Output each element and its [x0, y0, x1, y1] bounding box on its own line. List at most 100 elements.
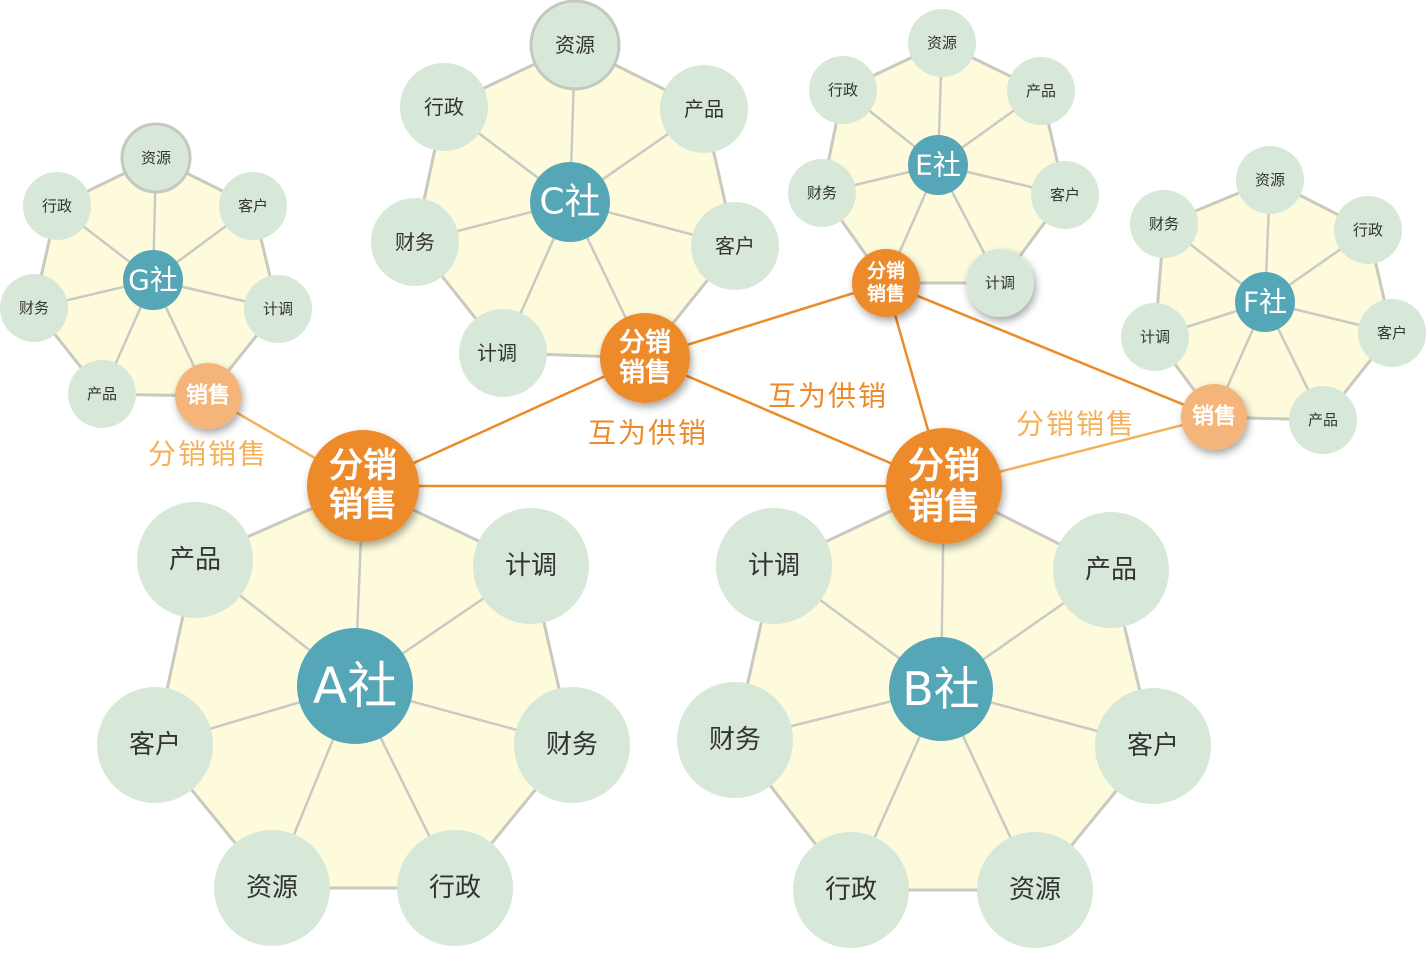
node-c-resource[interactable]: 资源 — [529, 0, 621, 91]
node-label: 计调 — [1140, 328, 1170, 346]
node-c-planning[interactable]: 计调 — [459, 309, 547, 397]
cluster-e: 产品 客户 计调 财务 行政 资源 E社 分销 销售 — [788, 9, 1099, 317]
node-label: 计调 — [985, 274, 1015, 292]
node-label: 财务 — [709, 725, 761, 755]
node-label: 资源 — [927, 34, 957, 52]
node-label: 资源 — [1009, 875, 1061, 905]
center-label: F社 — [1243, 286, 1287, 319]
sales-node-a[interactable]: 分销 销售 — [307, 430, 419, 542]
sales-node-f[interactable]: 销售 — [1181, 384, 1247, 450]
node-e-product[interactable]: 产品 — [1007, 57, 1075, 125]
sales-label-line1: 分销 — [619, 328, 671, 358]
node-c-customer[interactable]: 客户 — [691, 202, 779, 290]
center-label: G社 — [128, 264, 178, 297]
center-g[interactable]: G社 — [123, 250, 183, 310]
link-e-f — [885, 281, 1215, 419]
cluster-b: 产品 客户 资源 行政 财务 计调 B社 分销 销售 — [677, 428, 1211, 948]
node-f-product[interactable]: 产品 — [1289, 386, 1357, 454]
node-f-finance[interactable]: 财务 — [1130, 190, 1198, 258]
node-label: 计调 — [263, 300, 293, 318]
node-label: 财务 — [19, 299, 49, 317]
node-label: 行政 — [1353, 221, 1383, 239]
center-b[interactable]: B社 — [889, 637, 993, 741]
node-g-product[interactable]: 产品 — [68, 360, 136, 428]
node-a-planning[interactable]: 计调 — [473, 508, 589, 624]
node-f-resource[interactable]: 资源 — [1236, 146, 1304, 214]
sales-node-c[interactable]: 分销 销售 — [600, 313, 690, 403]
sales-label-line1: 分销 — [867, 259, 905, 282]
center-label: B社 — [902, 662, 980, 716]
node-label: 产品 — [1085, 555, 1137, 585]
center-label: C社 — [539, 182, 600, 223]
cluster-c: 产品 客户 计调 财务 行政 资源 C社 分销 销售 — [371, 0, 779, 403]
node-e-resource[interactable]: 资源 — [908, 9, 976, 77]
node-label: 客户 — [715, 234, 755, 258]
node-g-planning[interactable]: 计调 — [244, 275, 312, 343]
sales-label-line2: 销售 — [329, 485, 397, 525]
sales-node-e[interactable]: 分销 销售 — [852, 249, 920, 317]
node-b-finance[interactable]: 财务 — [677, 682, 793, 798]
center-label: E社 — [915, 149, 961, 182]
node-label: 客户 — [129, 730, 181, 760]
center-f[interactable]: F社 — [1235, 272, 1295, 332]
node-label: 资源 — [1255, 171, 1285, 189]
node-f-planning[interactable]: 计调 — [1121, 303, 1189, 371]
cluster-f: 行政 客户 产品 计调 财务 资源 F社 销售 — [1121, 146, 1426, 454]
node-f-customer[interactable]: 客户 — [1358, 299, 1426, 367]
node-a-resource[interactable]: 资源 — [214, 830, 330, 946]
center-e[interactable]: E社 — [908, 135, 968, 195]
node-c-finance[interactable]: 财务 — [371, 198, 459, 286]
edge-label-dist-right: 分销销售 — [1016, 408, 1136, 441]
sales-label: 销售 — [1192, 404, 1236, 430]
sales-label-line2: 销售 — [908, 487, 980, 528]
sales-label-line2: 销售 — [867, 282, 905, 305]
node-label: 客户 — [1050, 186, 1080, 204]
node-b-resource[interactable]: 资源 — [977, 832, 1093, 948]
node-e-finance[interactable]: 财务 — [788, 159, 856, 227]
node-c-admin[interactable]: 行政 — [400, 63, 488, 151]
cluster-a: 产品 计调 财务 行政 资源 客户 A社 分销 销售 — [97, 430, 630, 946]
node-g-finance[interactable]: 财务 — [0, 274, 68, 342]
node-label: 资源 — [141, 149, 171, 167]
sales-label-line1: 分销 — [908, 446, 980, 487]
node-label: 产品 — [1026, 82, 1056, 100]
node-a-product[interactable]: 产品 — [137, 502, 253, 618]
node-b-admin[interactable]: 行政 — [793, 832, 909, 948]
node-label: 客户 — [1127, 731, 1179, 761]
node-g-customer[interactable]: 客户 — [219, 172, 287, 240]
sales-node-b[interactable]: 分销 销售 — [886, 428, 1002, 544]
node-label: 产品 — [169, 545, 221, 575]
edge-label-mutual-1: 互为供销 — [588, 417, 708, 450]
node-e-admin[interactable]: 行政 — [809, 56, 877, 124]
node-label: 财务 — [807, 184, 837, 202]
node-label: 资源 — [555, 33, 595, 57]
edge-label-mutual-2: 互为供销 — [768, 380, 888, 413]
node-c-product[interactable]: 产品 — [660, 65, 748, 153]
node-g-admin[interactable]: 行政 — [23, 172, 91, 240]
sales-label-line1: 分销 — [329, 446, 397, 486]
center-a[interactable]: A社 — [297, 628, 413, 744]
node-label: 行政 — [828, 81, 858, 99]
node-e-planning[interactable]: 计调 — [966, 249, 1034, 317]
node-label: 财务 — [395, 230, 435, 254]
node-a-finance[interactable]: 财务 — [514, 687, 630, 803]
node-b-planning[interactable]: 计调 — [716, 508, 832, 624]
node-g-resource[interactable]: 资源 — [120, 122, 192, 194]
center-label: A社 — [313, 657, 397, 715]
node-label: 财务 — [1149, 215, 1179, 233]
cluster-g: 客户 计调 产品 财务 行政 资源 G社 销售 — [0, 122, 312, 429]
node-b-product[interactable]: 产品 — [1053, 512, 1169, 628]
node-b-customer[interactable]: 客户 — [1095, 688, 1211, 804]
node-label: 产品 — [1308, 411, 1338, 429]
sales-label-line2: 销售 — [619, 357, 671, 388]
center-c[interactable]: C社 — [530, 162, 610, 242]
node-label: 客户 — [1377, 324, 1407, 342]
node-f-admin[interactable]: 行政 — [1334, 196, 1402, 264]
node-label: 计调 — [505, 551, 557, 581]
node-label: 行政 — [825, 875, 877, 905]
sales-node-g[interactable]: 销售 — [175, 363, 241, 429]
node-e-customer[interactable]: 客户 — [1031, 161, 1099, 229]
node-a-customer[interactable]: 客户 — [97, 687, 213, 803]
node-a-admin[interactable]: 行政 — [397, 830, 513, 946]
